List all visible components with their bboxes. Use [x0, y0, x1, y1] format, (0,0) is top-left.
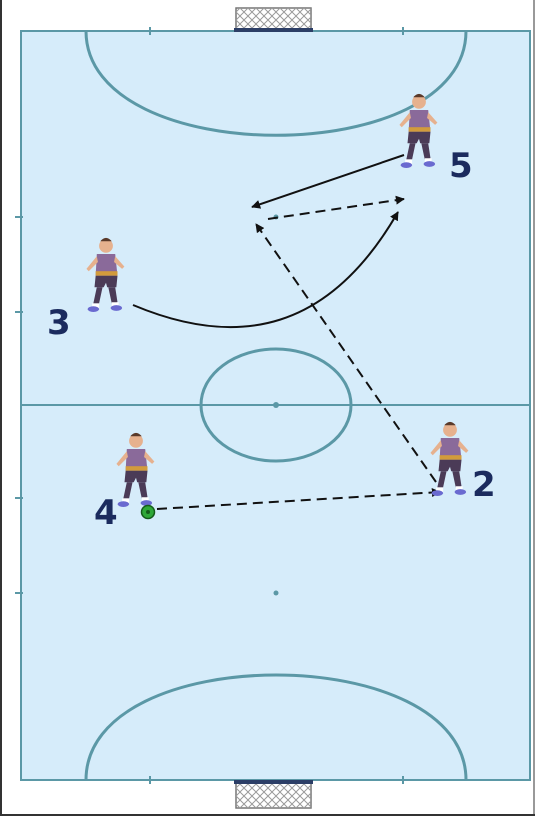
top-goal-icon [234, 8, 313, 32]
bottom-penalty-spot [274, 591, 279, 596]
bottom-goal-icon [234, 780, 313, 808]
futsal-court [15, 27, 530, 784]
player-number-label: 3 [47, 303, 71, 343]
center-spot [273, 402, 279, 408]
ball-icon [142, 506, 155, 519]
player-number-label: 2 [472, 465, 496, 505]
player-number-label: 5 [449, 146, 473, 186]
player-number-label: 4 [94, 493, 118, 533]
